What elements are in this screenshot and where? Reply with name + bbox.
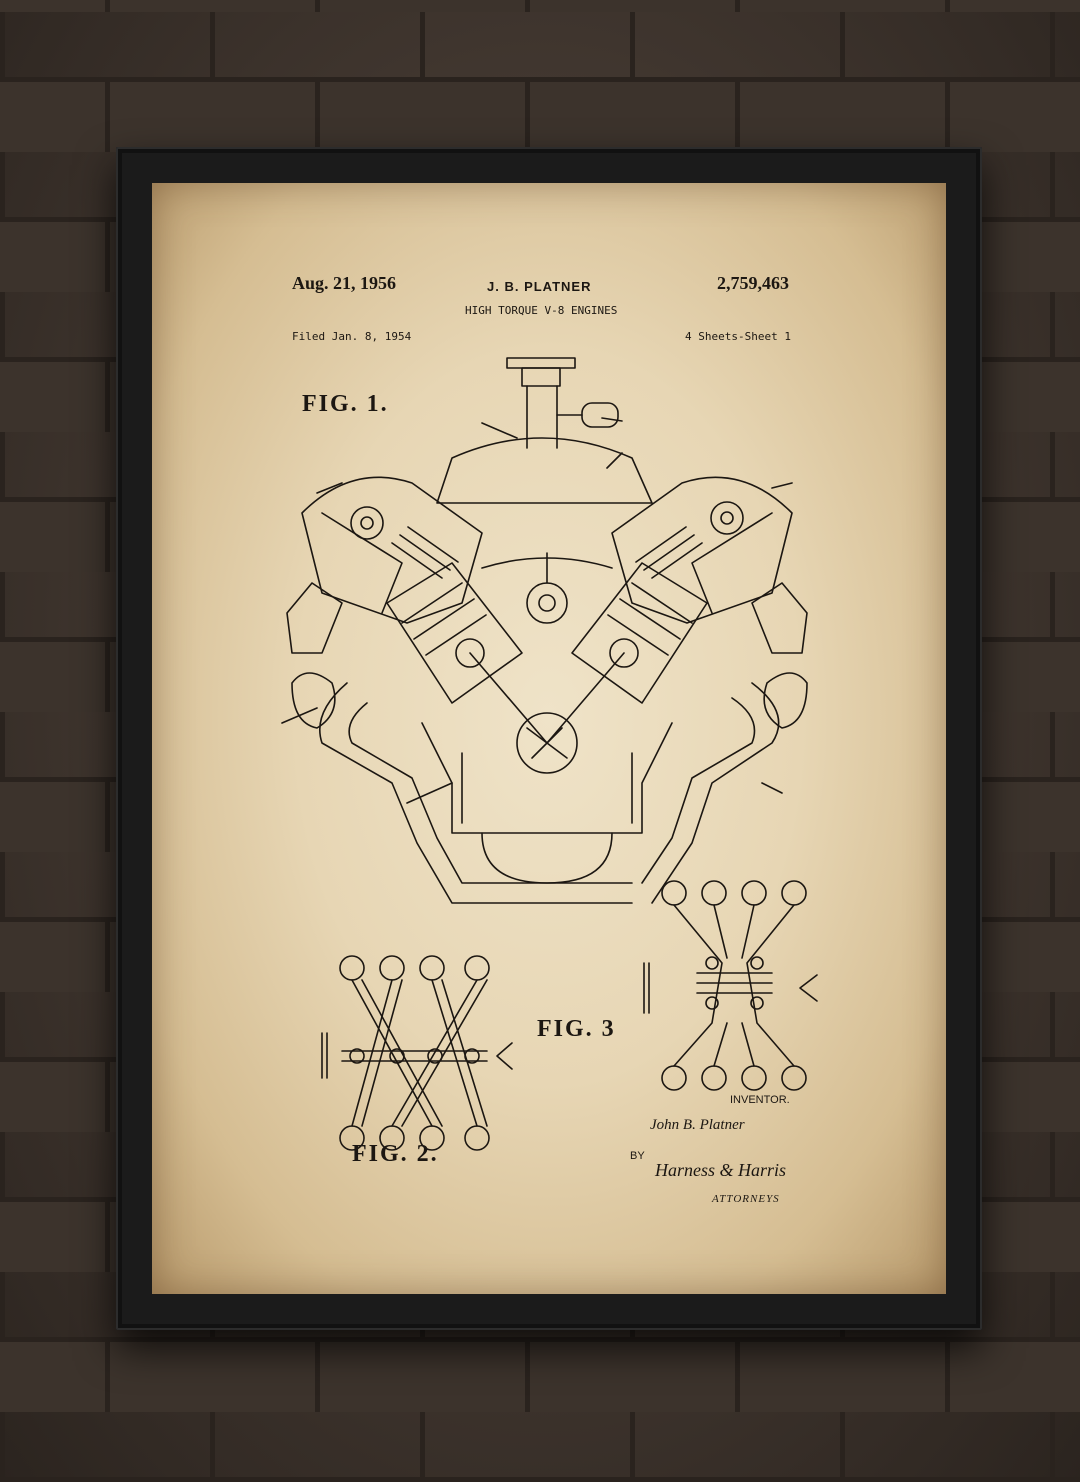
patent-number: 2,759,463: [717, 273, 789, 293]
inventor-signature: John B. Platner: [650, 1117, 745, 1133]
attorney-signature: Harness & Harris: [655, 1160, 787, 1180]
fig1-label: FIG. 1.: [302, 391, 389, 417]
filed-date: Filed Jan. 8, 1954: [292, 330, 412, 343]
patent-date: Aug. 21, 1956: [292, 273, 397, 293]
inventor-caption: INVENTOR.: [730, 1094, 790, 1106]
attorneys-caption: ATTORNEYS: [712, 1193, 780, 1205]
by-label: BY: [630, 1150, 645, 1162]
inventor-header: J. B. PLATNER: [487, 279, 592, 294]
patent-title: HIGH TORQUE V-8 ENGINES: [465, 304, 618, 317]
fig2-firing-diagram: [321, 955, 513, 1151]
sheet-count: 4 Sheets-Sheet 1: [685, 330, 791, 343]
patent-poster: Aug. 21, 1956 J. B. PLATNER 2,759,463 HI…: [152, 183, 946, 1294]
fig2-label: FIG. 2.: [352, 1141, 439, 1167]
engine-patent-drawing: [281, 357, 818, 1151]
fig1-engine-cross-section: [281, 357, 808, 904]
fig3-firing-diagram: [643, 880, 818, 1091]
fig3-label: FIG. 3: [537, 1016, 616, 1042]
